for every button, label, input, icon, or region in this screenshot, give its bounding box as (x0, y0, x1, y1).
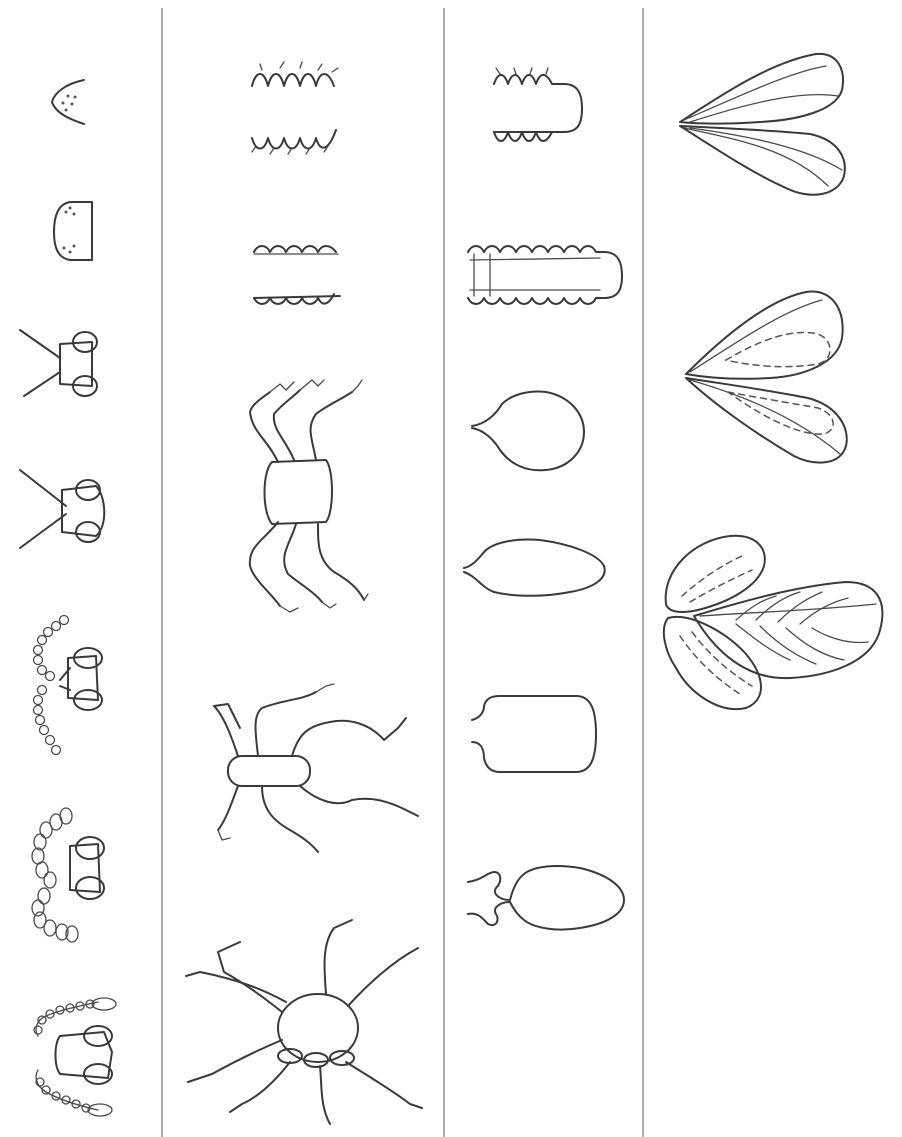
abdomens-column (464, 68, 624, 930)
legs-prolegs (254, 246, 340, 304)
head-bent-antennae (20, 470, 104, 548)
head-small-cap (52, 80, 84, 124)
abdomen-elongated (464, 539, 605, 595)
abdomen-round (472, 392, 584, 471)
head-straight-antennae (20, 330, 97, 396)
legs-six-jointed (250, 380, 368, 612)
head-clubbed-antennae (34, 998, 116, 1116)
wings-elytra-membrane (664, 536, 883, 709)
head-rounded-box (54, 202, 92, 260)
wings-dashed (686, 292, 847, 463)
wings-narrow (680, 54, 845, 195)
abdomen-legged-segmented (494, 68, 582, 141)
abdomen-rectangular (472, 696, 596, 772)
legs-stubby (252, 62, 338, 154)
heads-column (20, 80, 116, 1116)
wings-column (664, 54, 883, 709)
legs-long-capsule-body (214, 684, 418, 852)
head-large-beaded-antennae (32, 808, 104, 942)
legs-column (186, 62, 422, 1124)
abdomen-caterpillar (468, 246, 622, 304)
legs-spider (186, 920, 422, 1124)
abdomen-wasp-waist (468, 866, 624, 930)
head-beaded-antennae (34, 616, 103, 755)
